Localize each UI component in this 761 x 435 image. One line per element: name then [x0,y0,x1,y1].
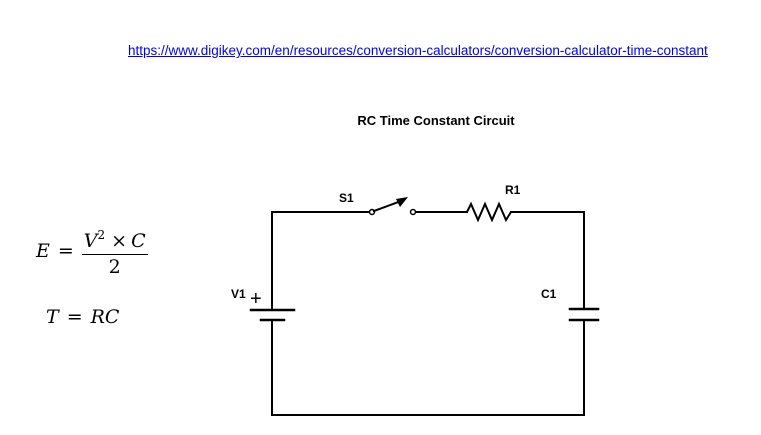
resistor-label: R1 [505,183,521,197]
resistor-zigzag [465,201,513,223]
switch-arrow-head [396,197,408,207]
capacitance-var: C [131,230,146,252]
diagram-title: RC Time Constant Circuit [357,113,515,128]
reference-link[interactable]: https://www.digikey.com/en/resources/con… [128,43,708,58]
switch-contact-left [368,208,376,216]
wire-right [510,211,585,310]
switch-label: S1 [339,191,354,205]
time-constant-lhs: T [46,306,59,328]
battery-label: V1 [231,287,246,301]
energy-formula: E = V2 ×C 2 [36,224,148,278]
time-constant-rhs: RC [90,306,120,328]
energy-fraction: V2 ×C 2 [81,224,148,278]
voltage-var: V [83,230,98,252]
voltage-exponent: 2 [97,228,106,242]
battery-positive-sign: + [250,288,262,310]
energy-denominator: 2 [108,256,121,278]
capacitor-label: C1 [541,287,557,301]
energy-numerator: V2 ×C [81,224,148,255]
switch-lever [372,199,403,213]
time-constant-equals: = [66,306,83,328]
energy-lhs: E [36,240,50,262]
time-constant-formula: T = RC [46,306,119,328]
energy-equals: = [57,240,74,262]
wire-left-top [271,211,370,295]
wire-capacitor-bottom [271,319,585,416]
times-sign: × [111,230,128,252]
switch-contact-right [409,208,417,216]
